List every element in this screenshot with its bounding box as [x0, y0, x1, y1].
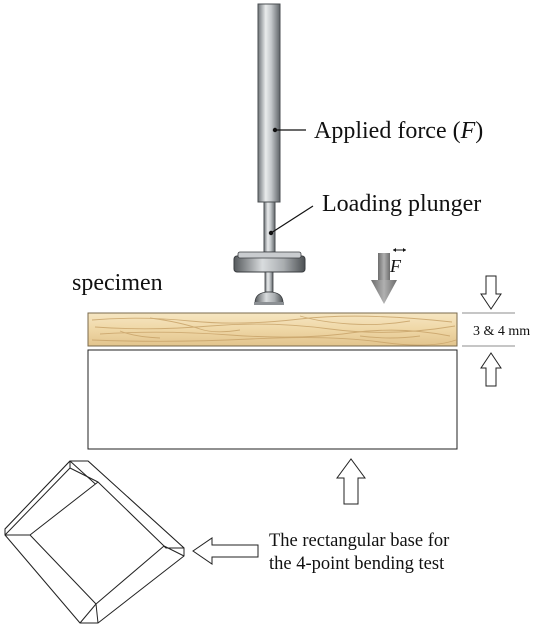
specimen-label: specimen	[72, 270, 163, 296]
rectangular-base	[87, 349, 458, 450]
base-arrow-left-icon	[192, 537, 259, 565]
force-arrow-icon	[371, 248, 406, 304]
base-description-line1: The rectangular base for	[269, 531, 449, 551]
arrow-down-icon	[480, 275, 502, 310]
thickness-label: 3 & 4 mm	[473, 324, 530, 339]
force-symbol-label: F	[389, 256, 402, 276]
applied-force-rod	[257, 3, 281, 203]
base-arrow-up-icon	[336, 458, 366, 505]
arrow-up-icon	[480, 352, 502, 387]
leader-lines	[268, 127, 314, 236]
applied-force-label: Applied force (F)	[314, 118, 483, 144]
specimen-wood-plate	[87, 312, 458, 347]
base-3d-frame-icon	[4, 460, 185, 624]
thickness-indicator	[462, 275, 515, 387]
loading-plunger-label: Loading plunger	[322, 191, 481, 217]
loading-plunger	[233, 201, 306, 305]
base-description-line2: the 4-point bending test	[269, 554, 445, 574]
